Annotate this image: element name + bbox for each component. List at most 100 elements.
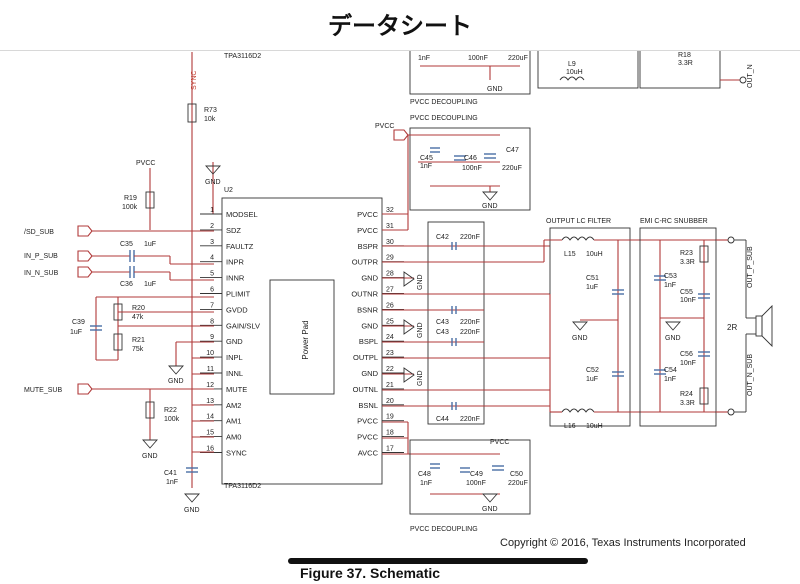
decoupling-top-label: PVCC DECOUPLING xyxy=(410,115,478,122)
top-partial-section: 1nF 100nF 220uF GND PVCC DECOUPLING L9 1… xyxy=(224,39,754,106)
ic-pin-number-right: 22 xyxy=(386,366,394,373)
ic-pin-name-right: OUTNR xyxy=(351,290,378,299)
c52-value: 1uF xyxy=(586,376,598,383)
gnd-pin9: GND xyxy=(168,378,184,385)
top-c2-value: 100nF xyxy=(468,55,488,62)
ic-pin-name-right: BSNR xyxy=(357,305,378,314)
ic-pin-number-right: 30 xyxy=(386,239,394,246)
ic-pin-name-left: FAULTZ xyxy=(226,242,254,251)
ic-pin-number-right: 32 xyxy=(386,207,394,214)
ic-pin-name-left: INNR xyxy=(226,274,245,283)
ic-pin-number-left: 16 xyxy=(206,446,214,453)
c50-value: 220uF xyxy=(508,480,528,487)
ic-pin-number-right: 24 xyxy=(386,334,394,341)
ic-pins-right: 32PVCC31PVCC30BSPR29OUTPR28GND27OUTNR26B… xyxy=(351,207,404,458)
ic-pin-number-right: 27 xyxy=(386,287,394,294)
c35-ref: C35 xyxy=(120,241,133,248)
ic-pin-name-right: GND xyxy=(361,369,378,378)
ic-pin-number-right: 19 xyxy=(386,414,394,421)
c48-value: 1nF xyxy=(420,480,432,487)
l9-value: 10uH xyxy=(566,69,583,76)
ic-pin-name-right: BSPR xyxy=(358,242,379,251)
c43a-value: 220nF xyxy=(460,319,480,326)
gnd-decoupling-bottom: GND xyxy=(482,506,498,513)
sd-net-label: /SD_SUB xyxy=(24,229,54,236)
r19-value: 100k xyxy=(122,204,138,211)
c55-value: 10nF xyxy=(680,297,696,304)
figure-caption: Figure 37. Schematic xyxy=(300,565,441,581)
ic-pin-name-left: AM1 xyxy=(226,417,241,426)
ic-top-label: TPA3116D2 xyxy=(224,53,261,60)
ic-pin-name-left: MUTE xyxy=(226,385,247,394)
l15-value: 10uH xyxy=(586,251,603,258)
c44-value: 220nF xyxy=(460,416,480,423)
speaker-label: 2R xyxy=(727,323,737,332)
scroll-indicator[interactable] xyxy=(288,558,588,564)
sync-net-label: SYNC xyxy=(191,71,198,90)
ic-pin-number-right: 20 xyxy=(386,398,394,405)
ic-pin-name-left: GAIN/SLV xyxy=(226,321,260,330)
r19-ref: R19 xyxy=(124,195,137,202)
r24-value: 3.3R xyxy=(680,400,695,407)
ic-pin-number-left: 9 xyxy=(210,334,214,341)
ic-pin-number-right: 31 xyxy=(386,223,394,230)
ic-pin-number-left: 15 xyxy=(206,430,214,437)
ic-pin-number-right: 18 xyxy=(386,430,394,437)
c55-ref: C55 xyxy=(680,289,693,296)
ic-pin-number-right: 29 xyxy=(386,255,394,262)
ic-pin-number-right: 25 xyxy=(386,318,394,325)
c43b-value: 220nF xyxy=(460,329,480,336)
ic-pin-number-left: 6 xyxy=(210,287,214,294)
c36-ref: C36 xyxy=(120,281,133,288)
c46-value: 100nF xyxy=(462,165,482,172)
gnd-r22: GND xyxy=(142,453,158,460)
gnd-modsel: GND xyxy=(205,179,221,186)
ic-pin-number-left: 10 xyxy=(206,350,214,357)
out-p-label: OUT_P_SUB xyxy=(747,246,754,288)
page-title: データシート xyxy=(328,12,472,40)
app-header: データシート xyxy=(0,0,800,51)
ic-pin-name-right: PVCC xyxy=(357,210,378,219)
c49-value: 100nF xyxy=(466,480,486,487)
lc-filter-label: OUTPUT LC FILTER xyxy=(546,218,611,225)
ic-pin-name-left: INPR xyxy=(226,258,245,267)
c45-ref: C45 xyxy=(420,155,433,162)
l9-ref: L9 xyxy=(568,61,576,68)
ic-pin-name-right: AVCC xyxy=(358,449,379,458)
gnd-pin25: GND xyxy=(417,322,424,338)
ic-pin-name-right: PVCC xyxy=(357,433,378,442)
c45-value: 1nF xyxy=(420,163,432,170)
c56-value: 10nF xyxy=(680,360,696,367)
c48-ref: C48 xyxy=(418,471,431,478)
ic-pin-number-left: 13 xyxy=(206,398,214,405)
ic-pin-number-left: 2 xyxy=(210,223,214,230)
ic-pin-number-left: 8 xyxy=(210,318,214,325)
ic-pin-name-left: INPL xyxy=(226,353,243,362)
c52-ref: C52 xyxy=(586,367,599,374)
ic-pin-name-left: GVDD xyxy=(226,305,248,314)
decoupling-top-box xyxy=(409,127,531,211)
ic-pin-number-right: 23 xyxy=(386,350,394,357)
ic-pin-number-left: 12 xyxy=(206,382,214,389)
c43b-ref: C43 xyxy=(436,329,449,336)
ic-pin-name-left: AM0 xyxy=(226,433,241,442)
top-decoupling-label: PVCC DECOUPLING xyxy=(410,99,478,106)
r73-ref: R73 xyxy=(204,107,217,114)
gnd-c41: GND xyxy=(184,507,200,514)
r23-value: 3.3R xyxy=(680,259,695,266)
ic-pin-number-left: 1 xyxy=(210,207,214,214)
ic-pin-name-left: PLIMIT xyxy=(226,290,251,299)
c54-ref: C54 xyxy=(664,367,677,374)
inp-net-label: IN_P_SUB xyxy=(24,253,58,260)
ic-pin-name-right: BSNL xyxy=(358,401,378,410)
top-c1-value: 1nF xyxy=(418,55,430,62)
c53-ref: C53 xyxy=(664,273,677,280)
l16-value: 10uH xyxy=(586,423,603,430)
snubber-label: EMI C-RC SNUBBER xyxy=(640,218,708,225)
c46-ref: C46 xyxy=(464,155,477,162)
ic-pin-number-left: 4 xyxy=(210,255,214,262)
c53-value: 1nF xyxy=(664,282,676,289)
ic-pin-name-left: GND xyxy=(226,337,243,346)
c51-ref: C51 xyxy=(586,275,599,282)
